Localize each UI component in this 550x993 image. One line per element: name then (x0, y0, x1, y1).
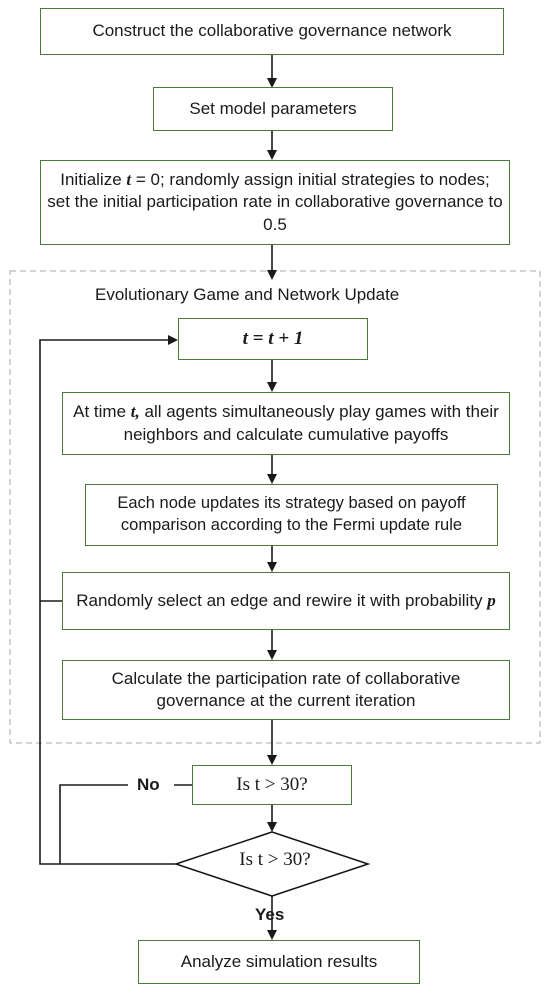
step-initialize: Initialize t = 0; randomly assign initia… (40, 160, 510, 245)
step-increment-label: t = t + 1 (242, 328, 304, 350)
step-construct-label: Construct the collaborative governance n… (92, 21, 452, 41)
step-play-var: t, (130, 402, 140, 422)
step-increment-t: t = t + 1 (178, 318, 368, 360)
step-analyze-label: Analyze simulation results (180, 951, 378, 971)
loop-back-no-path (59, 784, 128, 864)
step-init-var: t (126, 169, 132, 189)
step-update-label: Each node updates its strategy based on … (117, 494, 466, 534)
step-play-text: At time t, all agents simultaneously pla… (63, 401, 509, 446)
step-set-parameters: Set model parameters (153, 87, 393, 131)
step-check-rect: Is t > 30? (192, 765, 352, 805)
step-play-a: At time (73, 402, 127, 422)
step-calc-label: Calculate the participation rate of coll… (111, 668, 461, 710)
step-update-strategy: Each node updates its strategy based on … (85, 484, 498, 546)
step-set-params-label: Set model parameters (189, 98, 357, 118)
step-rewire-var: p (487, 590, 496, 610)
step-rewire-text: Randomly select an edge and rewire it wi… (70, 590, 502, 612)
step-init-a: Initialize (60, 169, 122, 189)
loop-back-outer (39, 335, 195, 865)
decision-diamond (173, 831, 371, 897)
step-calculate-rate: Calculate the participation rate of coll… (62, 660, 510, 720)
step-rewire-edge: Randomly select an edge and rewire it wi… (62, 572, 510, 630)
step-construct-network: Construct the collaborative governance n… (40, 8, 504, 55)
step-play-games: At time t, all agents simultaneously pla… (62, 392, 510, 455)
decision-diamond-label: Is t > 30? (239, 849, 311, 870)
step-analyze-results: Analyze simulation results (138, 940, 420, 984)
step-init-text: Initialize t = 0; randomly assign initia… (41, 169, 509, 236)
label-yes: Yes (255, 905, 285, 924)
group-title: Evolutionary Game and Network Update (95, 285, 400, 304)
label-no: No (137, 775, 160, 794)
step-play-b: all agents simultaneously play games wit… (123, 402, 499, 444)
step-init-b: = 0; randomly assign initial strategies … (47, 169, 503, 234)
step-rewire-a: Randomly select an edge and rewire it wi… (76, 590, 483, 610)
check-rect-label: Is t > 30? (236, 774, 308, 796)
